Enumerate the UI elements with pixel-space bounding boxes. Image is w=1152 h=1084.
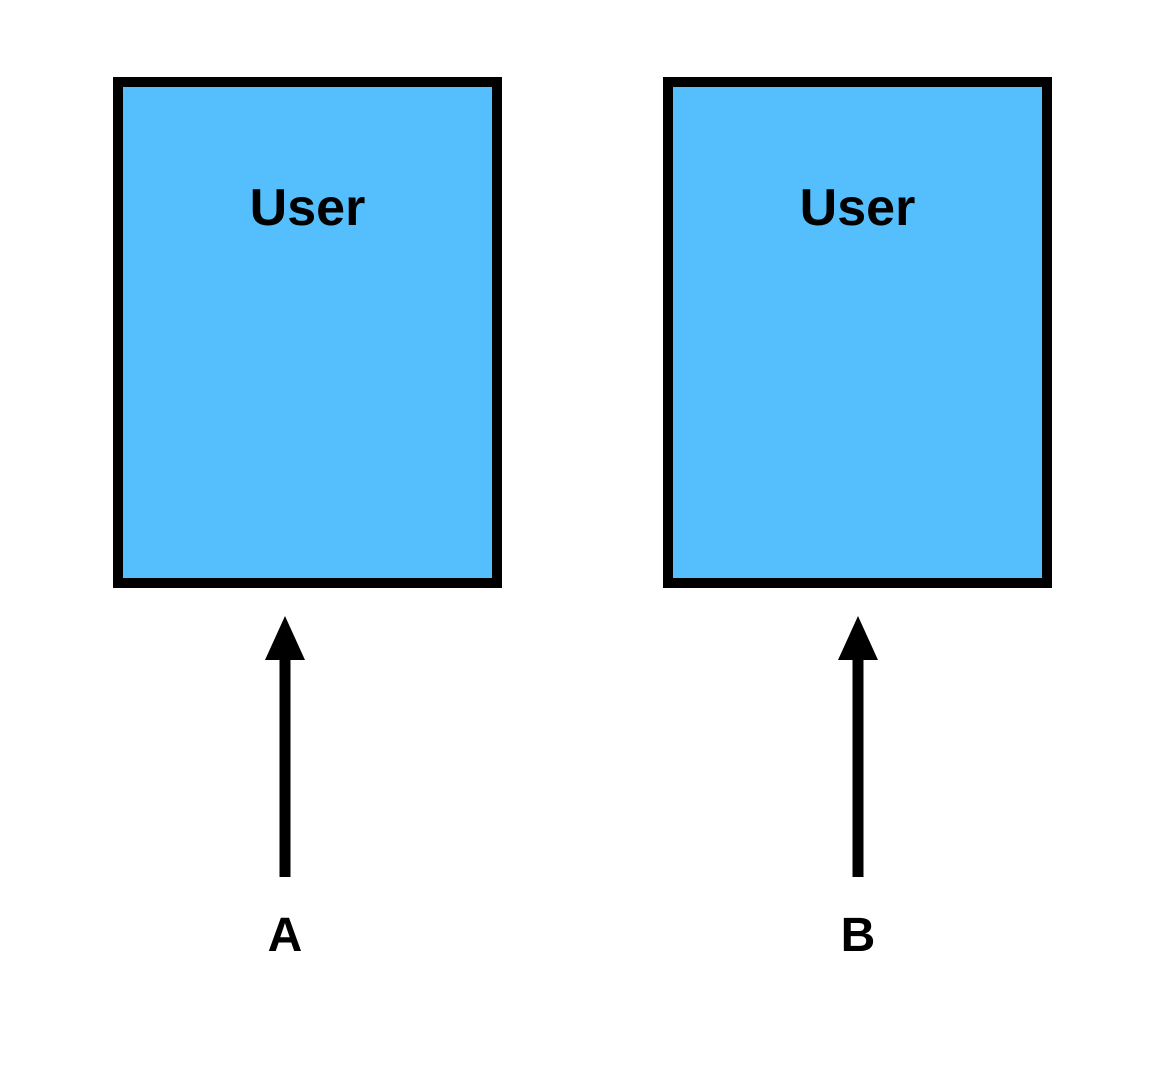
user-box-b: User (663, 77, 1052, 588)
user-box-a: User (113, 77, 502, 588)
arrow-a-label: A (267, 909, 303, 962)
user-box-b-label: User (799, 179, 916, 237)
up-arrow-b-icon (838, 616, 878, 877)
user-box-a-label: User (249, 179, 366, 237)
up-arrow-a-icon (265, 616, 305, 877)
arrow-b-label: B (840, 909, 876, 962)
